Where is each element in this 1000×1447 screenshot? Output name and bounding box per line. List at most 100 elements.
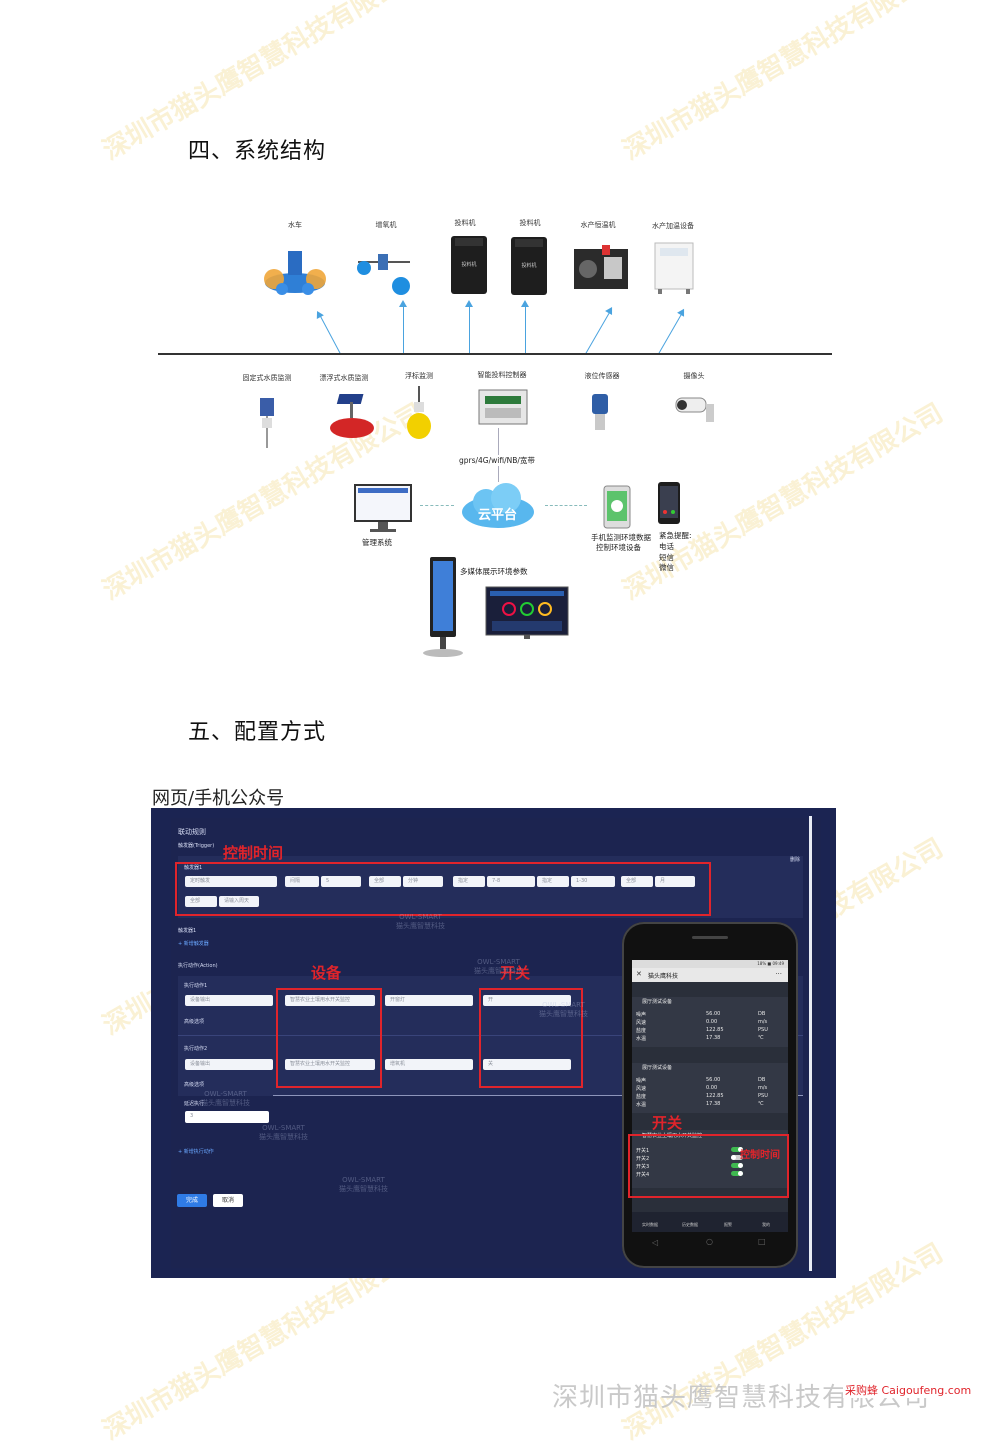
action-1-label: 执行动作1 [184, 983, 208, 989]
switch-toggle[interactable] [731, 1147, 743, 1152]
switch-toggle[interactable] [731, 1163, 743, 1168]
month-scope-select[interactable]: 全部 [621, 876, 653, 887]
action-2-label: 执行动作2 [184, 1046, 208, 1052]
alert-label: 电话 [659, 542, 674, 551]
owl-company-text: 猫头鹰智慧科技 [339, 1185, 388, 1193]
trigger-group-label: 触发器1 [178, 928, 197, 934]
home-nav-icon[interactable]: ○ [706, 1237, 713, 1246]
delay-label: 延迟执行 [184, 1101, 205, 1107]
device-label: 水产恒温机 [580, 221, 616, 229]
add-trigger-link[interactable]: + 新增触发器 [178, 941, 209, 947]
tab-alarm[interactable]: 报警 [724, 1222, 732, 1227]
owl-brand-text: OWL-SMART [542, 1001, 585, 1009]
tab-mine[interactable]: 我的 [762, 1222, 770, 1227]
recent-nav-icon[interactable]: □ [758, 1237, 766, 1246]
rule-title: 联动规则 [178, 828, 206, 836]
device-label: 投料机 [519, 219, 541, 227]
action2-state-select[interactable]: 关 [483, 1059, 571, 1070]
heater-image [654, 242, 694, 294]
watermark: 深圳市猫头鹰智慧科技有限公司 [618, 0, 949, 167]
cloud-label: 云平台 [478, 508, 518, 523]
cancel-button[interactable]: 取消 [213, 1194, 243, 1207]
hour-scope-select[interactable]: 指定 [453, 876, 485, 887]
action-section-label: 执行动作(Action) [178, 963, 218, 969]
back-nav-icon[interactable]: ◁ [652, 1238, 659, 1247]
owl-company-text: 猫头鹰智慧科技 [539, 1010, 588, 1018]
week-scope-select[interactable]: 全部 [185, 896, 217, 907]
owl-company-text: 猫头鹰智慧科技 [396, 922, 445, 930]
switch-highlight [479, 988, 583, 1088]
finish-button[interactable]: 完成 [177, 1194, 207, 1207]
switch-label: 开关4 [636, 1172, 650, 1178]
control-time-highlight [175, 862, 711, 916]
action1-output-select[interactable]: 开窗灯 [385, 995, 473, 1006]
switch-toggle[interactable] [731, 1155, 743, 1160]
paddlewheel-aerator-image [264, 251, 326, 295]
sensor-label: 摄像头 [683, 372, 705, 380]
sensor-name: 噪声 [636, 1078, 647, 1084]
buoy-monitor-image [407, 386, 431, 439]
config-caption: 网页/手机公众号 [152, 788, 285, 809]
action1-state-select[interactable]: 开 [483, 995, 571, 1006]
control-time-annotation-phone: 控制时间 [740, 1150, 780, 1161]
trigger-type-select[interactable]: 定时触发 [185, 876, 277, 887]
group-card-2 [632, 1063, 788, 1113]
tab-realtime[interactable]: 实时数据 [642, 1222, 658, 1227]
footer-site: 采购蜂 Caigoufeng.com [843, 1382, 974, 1398]
sensor-value: 17.38 [706, 1035, 721, 1041]
tab-history[interactable]: 历史数据 [682, 1222, 698, 1227]
feeder-brand-text: 投料机 [461, 261, 476, 268]
sensor-label: 液位传感器 [584, 372, 620, 380]
action1-type-select[interactable]: 设备输出 [185, 995, 273, 1006]
add-action-link[interactable]: + 新增执行动作 [178, 1149, 214, 1155]
floating-monitor-image [330, 394, 374, 438]
delay-input[interactable]: 3 [185, 1111, 269, 1123]
action2-output-select[interactable]: 增氧机 [385, 1059, 473, 1070]
day-scope-select[interactable]: 指定 [537, 876, 569, 887]
sensor-value: 17.38 [706, 1101, 721, 1107]
sensor-unit: DB [758, 1011, 766, 1017]
minute-scope-select[interactable]: 全部 [369, 876, 401, 887]
control-arrow [585, 311, 611, 355]
sensor-name: 水温 [636, 1036, 647, 1042]
action2-type-select[interactable]: 设备输出 [185, 1059, 273, 1070]
action1-device-select[interactable]: 智慧农业土壤用水开关监控 [285, 995, 375, 1006]
sensor-name: 风速 [636, 1086, 647, 1092]
phone-mockup: 18% ■ 09:49 ✕ 猫头鹰科技 ··· 展厅测试设备 噪声 56.00 … [622, 922, 798, 1268]
week-input[interactable]: 请输入周天 [219, 896, 259, 907]
switch-toggle[interactable] [731, 1171, 743, 1176]
phone-status-bar: 18% ■ 09:49 [632, 960, 788, 968]
sensor-label: 固定式水质监测 [242, 374, 292, 382]
owl-brand-text: OWL-SMART [262, 1124, 305, 1132]
day-range[interactable]: 1-30 [571, 876, 615, 887]
app-title: 猫头鹰科技 [648, 973, 679, 980]
link-line [545, 505, 587, 506]
group-title: 展厅测试设备 [642, 1065, 673, 1071]
close-icon[interactable]: ✕ [636, 970, 642, 978]
interval-select[interactable]: 间隔 [285, 876, 319, 887]
month-unit[interactable]: 月 [655, 876, 695, 887]
device-label: 水车 [288, 221, 302, 229]
more-menu-icon[interactable]: ··· [775, 970, 782, 978]
interval-value[interactable]: 5 [321, 876, 361, 887]
scrollbar[interactable] [809, 816, 812, 1271]
advanced-options-1[interactable]: 高级选项 [184, 1019, 205, 1025]
sensor-label: 智能投料控制器 [477, 371, 527, 379]
sensor-name: 盐度 [636, 1094, 647, 1100]
control-arrow [658, 313, 683, 355]
hour-range[interactable]: 7-8 [487, 876, 535, 887]
switch-label: 开关1 [636, 1148, 650, 1154]
minute-unit[interactable]: 分钟 [403, 876, 443, 887]
action2-device-select[interactable]: 智慧农业土壤用水开关监控 [285, 1059, 375, 1070]
owl-brand-text: OWL-SMART [204, 1090, 247, 1098]
switch-annotation: 开关 [500, 964, 531, 982]
owl-brand-text: OWL-SMART [399, 913, 442, 921]
feeder-brand-text: 投料机 [521, 262, 536, 269]
advanced-options-2[interactable]: 高级选项 [184, 1082, 205, 1088]
network-label: gprs/4G/wifi/NB/宽带 [457, 455, 537, 466]
sensor-unit: PSU [758, 1027, 768, 1033]
